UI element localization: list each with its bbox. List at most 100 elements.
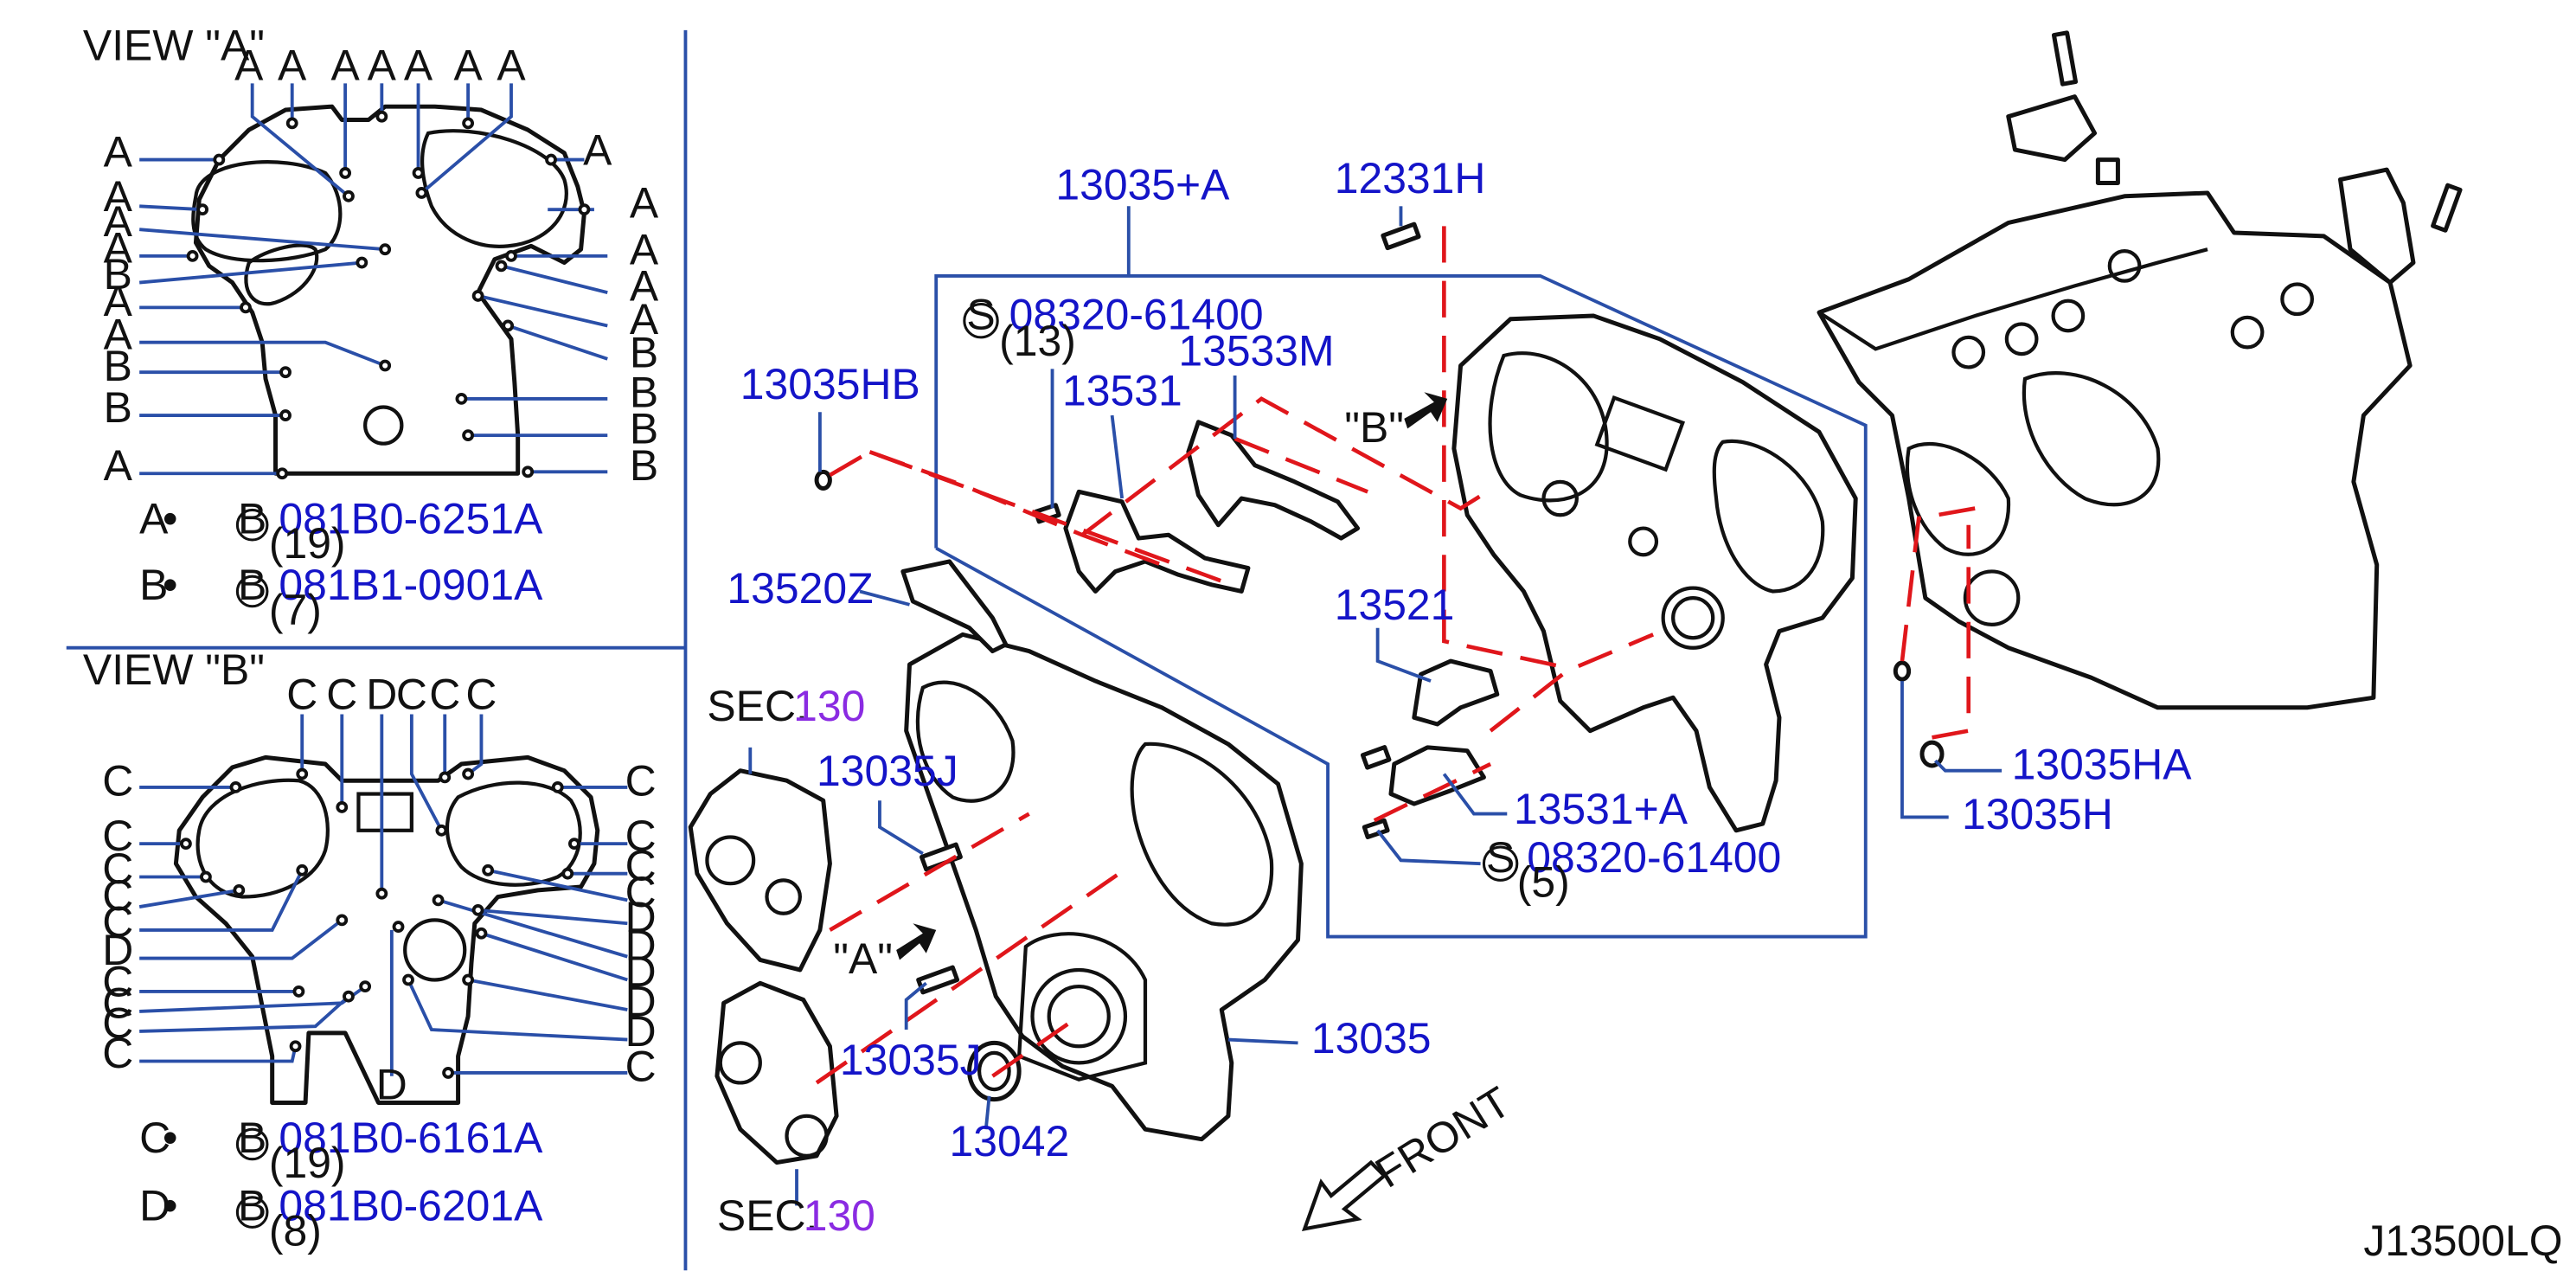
view-b-top-letter: C	[396, 671, 427, 719]
view-a-top-letter: A	[453, 41, 483, 89]
view-a-right-letter: B	[630, 441, 658, 490]
view-b-right-letter: D	[625, 1007, 657, 1056]
view-a-left-letter: B	[104, 383, 132, 432]
view-b-top-letter: C	[465, 671, 497, 719]
callout-12331H[interactable]: 12331H	[1335, 154, 1486, 202]
svg-text:SEC.: SEC.	[717, 1191, 817, 1240]
view-a-right-letter: A	[630, 179, 659, 228]
view-a-left-letter: A	[104, 127, 133, 176]
section-130-top[interactable]: 130	[793, 682, 865, 730]
view-b-bolt-holes	[179, 767, 580, 1079]
assembly-bracket	[934, 273, 1868, 939]
view-b-top-letter: C	[286, 671, 317, 719]
view-b-window	[356, 792, 413, 832]
callout-13531A[interactable]: 13531+A	[1514, 785, 1688, 833]
svg-text:S: S	[966, 290, 995, 338]
callout-13035HA[interactable]: 13035HA	[2012, 740, 2193, 788]
callout-13035HB[interactable]: 13035HB	[740, 360, 920, 408]
view-b-right-letter: D	[625, 921, 657, 969]
callout-13035J-bottom[interactable]: 13035J	[840, 1036, 982, 1084]
callout-13035A[interactable]: 13035+A	[1055, 161, 1230, 209]
callout-13035[interactable]: 13035	[1311, 1014, 1432, 1063]
view-a-legend: A • B 081B0-6251A (19) B • B 081B1-0901A…	[139, 494, 543, 634]
view-b-left-letter: C	[102, 1029, 133, 1077]
view-a-right-letter: B	[630, 405, 658, 453]
svg-text:B: B	[238, 1114, 266, 1162]
view-b-left-letter: C	[102, 871, 133, 920]
exploded-view: 13035+A 12331H S 08320-61400 (13) 13533M…	[688, 30, 2563, 1265]
view-b-left-letter: C	[102, 812, 133, 860]
view-a-right-letter: B	[630, 328, 658, 376]
view-b-top-letter: D	[366, 671, 397, 719]
view-a-title: VIEW "A"	[83, 21, 265, 69]
view-a-right-letter: A	[583, 125, 612, 174]
view-a-top-letter: A	[234, 41, 264, 89]
callout-08320-61400-top[interactable]: 08320-61400	[1009, 290, 1264, 338]
o-ring-13035HA	[1919, 740, 1945, 768]
svg-text:A: A	[139, 494, 169, 542]
gasket-13533M	[1186, 420, 1361, 541]
view-a-left-opening	[191, 160, 343, 263]
callout-13042[interactable]: 13042	[950, 1117, 1070, 1165]
view-a-right-letter: B	[630, 368, 658, 416]
view-b-label: "B"	[1344, 403, 1404, 452]
part-number-081B0-6251A[interactable]: 081B0-6251A	[279, 494, 543, 542]
view-a-top-letter: A	[278, 41, 307, 89]
view-a-left-letter: A	[104, 224, 133, 273]
gasket-13531A	[1388, 745, 1486, 806]
diagram-code: J13500LQ	[2363, 1217, 2562, 1265]
view-a-bolt-holes	[186, 110, 591, 480]
view-a-cover-outline	[193, 104, 586, 476]
o-ring-13035HB	[814, 469, 832, 491]
svg-text:(7): (7)	[269, 586, 322, 634]
section-130-bottom[interactable]: 130	[804, 1191, 875, 1240]
svg-text:(19): (19)	[269, 1139, 346, 1187]
part-number-081B1-0901A[interactable]: 081B1-0901A	[279, 561, 543, 609]
view-b-right-opening	[445, 780, 582, 887]
callout-13035H[interactable]: 13035H	[1962, 790, 2113, 838]
view-a-left-letter: B	[104, 342, 132, 390]
view-b-right-letter: D	[625, 978, 657, 1026]
view-b-panel: VIEW "B"	[83, 645, 657, 1255]
view-b-right-letter: C	[625, 1043, 657, 1091]
view-a-top-letter: A	[404, 41, 433, 89]
callout-08320-61400-bottom[interactable]: 08320-61400	[1527, 833, 1781, 882]
view-b-legend: C • B 081B0-6161A (19) D • B 081B0-6201A…	[139, 1114, 543, 1255]
callout-13520Z[interactable]: 13520Z	[727, 564, 873, 613]
view-b-left-letter: C	[102, 898, 133, 947]
callout-13531[interactable]: 13531	[1062, 367, 1182, 415]
view-a-arrow-icon	[896, 923, 937, 960]
view-b-right-letter: C	[625, 868, 657, 916]
view-b-right-letter: D	[625, 893, 657, 941]
view-b-left-letter: C	[102, 958, 133, 1006]
view-a-left-letter: A	[104, 172, 133, 221]
view-b-top-letter: C	[429, 671, 460, 719]
assembly-lines	[815, 226, 1976, 1085]
part-number-081B0-6161A[interactable]: 081B0-6161A	[279, 1114, 543, 1162]
view-a-top-letter: A	[497, 41, 526, 89]
view-a-small-opening	[244, 243, 319, 306]
callout-13533M[interactable]: 13533M	[1178, 327, 1334, 376]
view-b-left-letter: C	[102, 844, 133, 893]
view-b-left-letter: D	[102, 926, 133, 974]
view-b-letters: C C D C C C C C C C C D C C C C C C C C …	[102, 671, 656, 1109]
view-a-top-letter: A	[368, 41, 397, 89]
part-number-081B0-6201A[interactable]: 081B0-6201A	[279, 1182, 543, 1230]
svg-text:SEC.: SEC.	[707, 682, 807, 730]
svg-text:•: •	[163, 494, 177, 542]
callout-13521[interactable]: 13521	[1335, 581, 1455, 629]
svg-text:(13): (13)	[999, 317, 1076, 365]
view-a-left-letter: A	[104, 197, 133, 246]
view-b-left-letter: C	[102, 756, 133, 805]
svg-text:•: •	[163, 1182, 177, 1230]
front-arrow-icon	[1301, 1159, 1387, 1232]
view-a-top-letter: A	[330, 41, 360, 89]
callout-13035J-top[interactable]: 13035J	[817, 747, 958, 795]
svg-text:(8): (8)	[269, 1206, 322, 1255]
svg-text:(5): (5)	[1517, 858, 1570, 907]
view-a-label: "A"	[833, 934, 893, 983]
svg-text:B: B	[139, 561, 168, 609]
water-pump-lower	[714, 980, 839, 1165]
svg-text:B: B	[238, 494, 266, 542]
